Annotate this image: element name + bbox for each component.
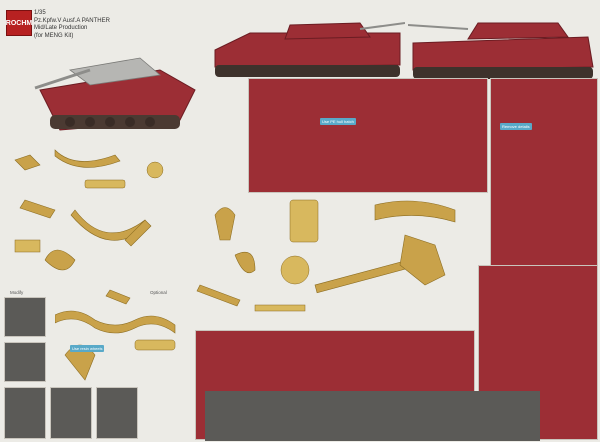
brass-parts-bottom-left [55, 289, 176, 381]
note-wheels: Use resin wheels [70, 345, 105, 352]
title-lines: 1/35 Pz.Kpfw.V Ausf.A PANTHER Mid/Late P… [34, 10, 110, 40]
note-hatch: Use PE hull hatch [320, 118, 356, 125]
legend-optional: Optional [150, 290, 167, 295]
photo-tool-4 [50, 387, 92, 439]
tank-render-rear-1 [214, 22, 405, 77]
photo-tool-1 [4, 297, 46, 337]
photo-panel-right [490, 78, 598, 268]
brass-parts-center [196, 199, 456, 312]
photo-panel-center [248, 78, 488, 193]
tank-render-left [34, 57, 196, 131]
photo-tool-2 [4, 342, 46, 382]
title-block: ROCHM 1/35 Pz.Kpfw.V Ausf.A PANTHER Mid/… [6, 10, 126, 39]
legend-modify: Modify [10, 290, 24, 295]
kit-compat: (for MENG Kit) [34, 32, 74, 39]
brass-parts-left [14, 149, 164, 271]
photo-tool-5 [96, 387, 138, 439]
tank-render-rear-2 [408, 22, 594, 79]
product-name: Pz.Kpfw.V Ausf.A PANTHER [34, 17, 110, 24]
photo-tool-3 [4, 387, 46, 439]
note-details: Remove details [500, 123, 532, 130]
rochm-logo: ROCHM [6, 10, 32, 36]
scale-text: 1/35 [34, 10, 46, 16]
product-subtitle: Mid/Late Production [34, 25, 88, 31]
instruction-paragraph [205, 391, 540, 441]
